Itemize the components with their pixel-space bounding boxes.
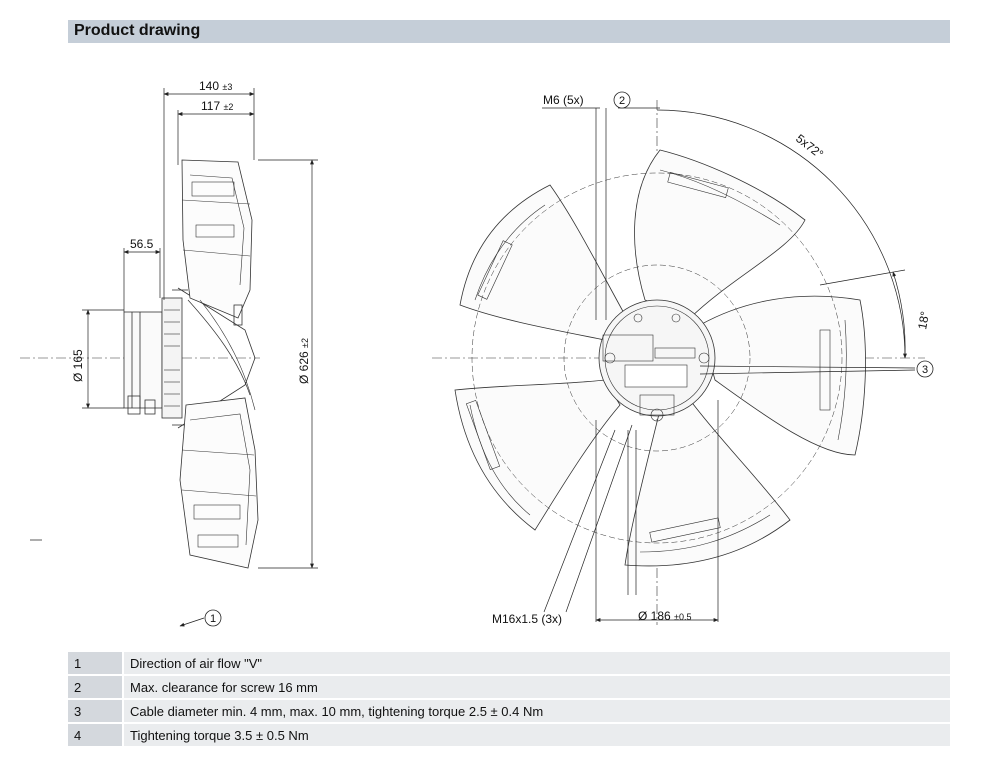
dim-fan-diameter: Ø 626 ±2: [297, 338, 311, 384]
dim-motor-offset: 56.5: [130, 237, 154, 251]
upper-blade: [181, 159, 253, 319]
legend-number: 4: [68, 723, 124, 748]
legend-row: 1 Direction of air flow "V": [68, 652, 950, 676]
callout-1: 1: [204, 609, 222, 627]
side-view: [20, 159, 260, 569]
lower-blade: [179, 397, 259, 569]
legend-text: Tightening torque 3.5 ± 0.5 Nm: [123, 723, 950, 748]
legend-text: Direction of air flow "V": [123, 652, 950, 676]
legend-table: 1 Direction of air flow "V" 2 Max. clear…: [68, 652, 950, 748]
callout-3: 3: [916, 360, 934, 378]
legend-number: 3: [68, 699, 124, 724]
svg-text:2: 2: [619, 95, 625, 107]
label-angle-offset: 18°: [915, 310, 932, 330]
label-thread: M16x1.5 (3x): [492, 612, 562, 626]
dim-depth-total: 140 ±3: [199, 79, 232, 93]
legend-number: 2: [68, 675, 124, 700]
label-angle-pitch: 5x72°: [793, 131, 826, 161]
front-dimensions: [542, 107, 916, 622]
front-view: [432, 100, 925, 625]
legend-row: 2 Max. clearance for screw 16 mm: [68, 675, 950, 700]
legend-number: 1: [68, 652, 124, 676]
svg-text:1: 1: [210, 613, 216, 625]
motor-housing: [123, 311, 163, 409]
svg-text:3: 3: [922, 364, 928, 376]
section-title: Product drawing: [74, 22, 201, 39]
fan-blades: [454, 149, 866, 567]
dim-motor-diameter: Ø 165: [71, 349, 85, 382]
callout-2: 2: [613, 91, 631, 109]
section-header: Product drawing: [68, 20, 950, 43]
side-dimensions: [82, 88, 318, 627]
dim-bolt-circle: Ø 186 ±0.5: [638, 609, 692, 623]
product-drawing: 140 ±3 117 ±2 56.5 Ø 165 Ø 626 ±2 1: [20, 79, 934, 627]
dim-depth-blade: 117 ±2: [201, 99, 233, 113]
label-screw: M6 (5x): [543, 93, 584, 107]
legend-row: 4 Tightening torque 3.5 ± 0.5 Nm: [68, 723, 950, 748]
legend-text: Max. clearance for screw 16 mm: [123, 675, 950, 700]
legend-row: 3 Cable diameter min. 4 mm, max. 10 mm, …: [68, 699, 950, 724]
legend-text: Cable diameter min. 4 mm, max. 10 mm, ti…: [123, 699, 950, 724]
